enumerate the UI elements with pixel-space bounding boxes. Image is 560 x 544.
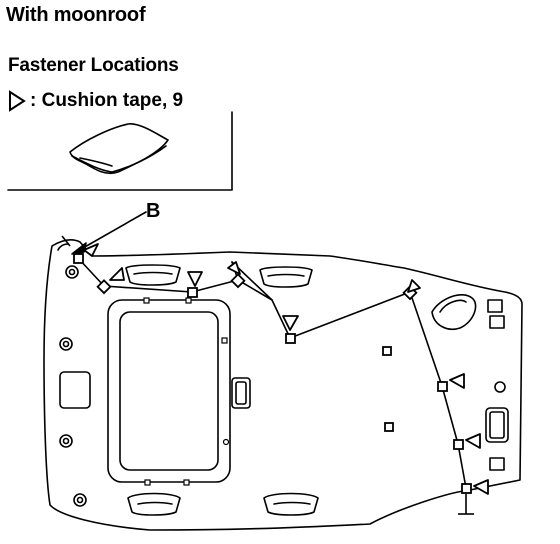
fastener-7 [382,346,392,356]
cushion-tape-icon [69,123,169,175]
cushion-tape-marker-1 [83,243,99,257]
grab-handle-recess-rear-left [127,492,181,516]
dome-light-opening [59,371,91,409]
fastener-9 [437,381,448,392]
grab-handle-recess-front-left [125,264,181,286]
fastener-2 [96,279,112,295]
figure-title: With moonroof [6,4,146,26]
cushion-tape-marker-4 [227,261,241,275]
cushion-tape-marker-9 [473,479,489,495]
left-clip-hole-3 [65,265,79,279]
legend-label: : Cushion tape, 9 [30,90,184,111]
grab-handle-recess-front-right [259,266,313,288]
headliner-outline [43,239,523,531]
grab-handle-recess-rear-right [263,492,319,516]
cushion-tape-marker-3 [187,271,203,287]
fastener-5 [285,333,296,344]
legend-cushion-tape: : Cushion tape, 9 [8,90,183,112]
left-clip-hole-2 [59,434,73,448]
fastener-10 [453,439,464,450]
cushion-tape-marker-8 [465,433,481,449]
left-clip-hole-4 [73,493,87,507]
cushion-tape-marker-6 [407,279,421,293]
cushion-tape-inset [7,111,233,191]
center-switch-opening [231,377,251,409]
fastener-locations-heading: Fastener Locations [8,55,179,76]
callout-b-label: B [146,200,161,222]
rear-view-mirror-mount [431,294,477,330]
left-clip-hole-1 [59,337,73,351]
callout-b-arrow [71,211,147,255]
right-sunvisor-clip-2 [489,315,505,329]
triangle-symbol-icon [9,90,26,112]
moonroof-opening-inner [119,311,219,471]
cushion-tape-marker-7 [449,373,465,389]
right-sunvisor-clip-3 [489,457,505,471]
fastener-1 [73,253,84,264]
right-map-light-opening [485,407,509,443]
moonroof-opening-outer [107,299,231,483]
fastener-3 [187,287,198,298]
fastener-11 [461,483,472,494]
cushion-tape-marker-2 [109,267,125,281]
cushion-tape-marker-5 [282,315,299,331]
right-clip-hole-1 [494,381,506,393]
fastener-4 [230,273,246,289]
fastener-8 [384,422,394,432]
right-sunvisor-clip-1 [487,299,503,313]
